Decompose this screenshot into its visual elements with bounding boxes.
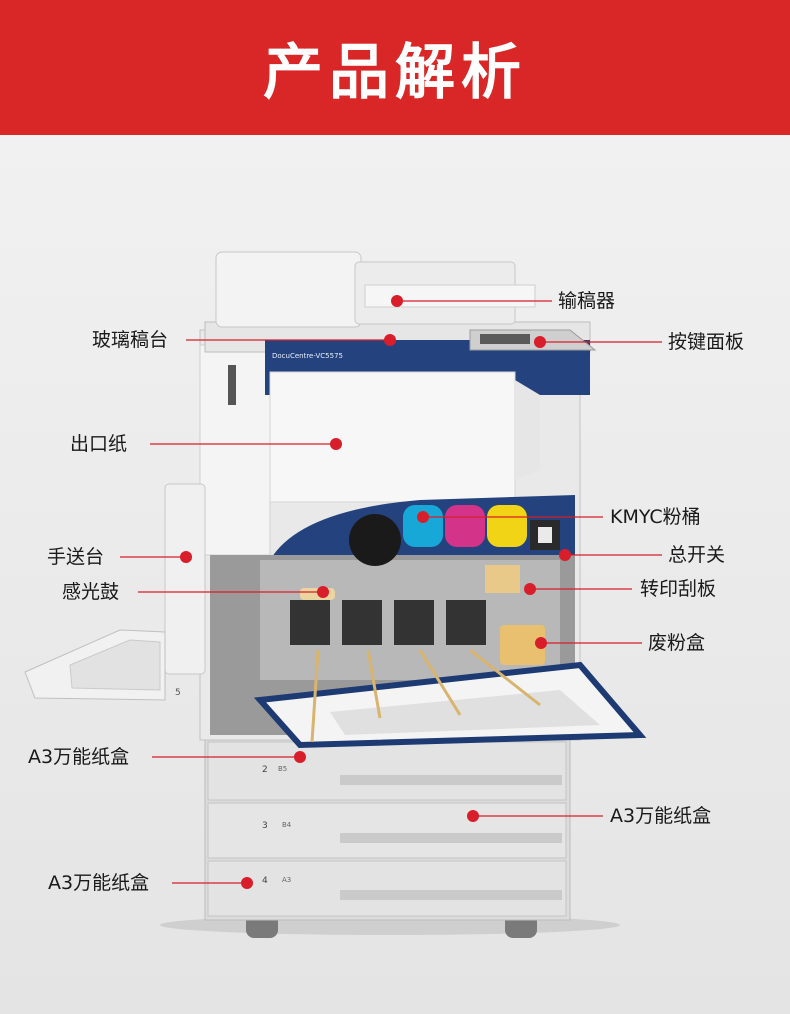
tray-4[interactable] — [207, 860, 567, 917]
rod-4 — [469, 648, 541, 707]
bypass-tray-guide — [69, 639, 161, 691]
drum-unit-2 — [342, 600, 382, 645]
tray-3-number: 3 — [262, 821, 268, 831]
model-name: DocuCentre-VC5575 — [272, 352, 343, 360]
tray-4-number: 4 — [262, 876, 268, 886]
output-side — [515, 380, 540, 480]
page-title: 产品解析 — [263, 38, 527, 108]
rod-2 — [366, 649, 382, 719]
magenta-toner[interactable] — [445, 505, 485, 547]
dot-platen — [384, 334, 396, 346]
dot-tray4 — [241, 877, 253, 889]
tray-2-size: B5 — [278, 765, 287, 773]
dot-output — [330, 438, 342, 450]
feeder-body — [215, 251, 362, 328]
dot-feeder — [391, 295, 403, 307]
left-handle — [228, 365, 236, 405]
transfer-blade[interactable] — [485, 565, 520, 593]
front-door-inner — [330, 690, 600, 735]
control-panel-screen — [480, 334, 530, 344]
callout-control-panel: 按键面板 — [668, 331, 745, 353]
callout-toner: KMYC粉桶 — [610, 506, 701, 528]
drum-unit-1 — [290, 600, 330, 645]
dot-toner — [417, 511, 429, 523]
tray-2-number: 2 — [262, 765, 268, 775]
bypass-number: 5 — [175, 688, 181, 698]
title-banner: 产品解析 — [0, 0, 790, 135]
marker-dots — [180, 295, 571, 889]
dot-switch — [559, 549, 571, 561]
yellow-toner[interactable] — [487, 505, 527, 547]
tray-2-handle — [340, 775, 562, 785]
dot-drum — [317, 586, 329, 598]
callout-platen-glass: 玻璃稿台 — [92, 329, 169, 351]
bypass-unit — [164, 483, 206, 675]
callout-tray4: A3万能纸盒 — [48, 872, 150, 894]
tray-3-handle — [340, 833, 562, 843]
dot-panel — [534, 336, 546, 348]
callout-document-feeder: 输稿器 — [558, 290, 616, 312]
black-toner[interactable] — [349, 514, 401, 566]
tray-4-size: A3 — [282, 876, 291, 884]
callout-tray3: A3万能纸盒 — [610, 805, 712, 827]
callout-waste-box: 废粉盒 — [648, 632, 706, 654]
output-area — [269, 371, 516, 503]
callout-bypass-tray: 手送台 — [47, 546, 105, 568]
drum-unit-4 — [446, 600, 486, 645]
tray-3[interactable] — [207, 802, 567, 859]
callout-output-tray: 出口纸 — [70, 433, 128, 455]
callout-tray2: A3万能纸盒 — [28, 746, 130, 768]
callout-transfer-blade: 转印刮板 — [640, 578, 717, 600]
callout-lines — [120, 300, 662, 884]
tray-3-size: B4 — [282, 821, 292, 829]
callout-drum: 感光鼓 — [62, 581, 120, 603]
waste-box[interactable] — [500, 625, 545, 665]
drum-unit-3 — [394, 600, 434, 645]
dot-waste — [535, 637, 547, 649]
dot-bypass — [180, 551, 192, 563]
rod-3 — [418, 649, 462, 716]
callout-main-switch: 总开关 — [668, 544, 726, 566]
dot-tray2 — [294, 751, 306, 763]
dot-tray3 — [467, 810, 479, 822]
main-switch[interactable] — [538, 527, 552, 543]
tray-4-handle — [340, 890, 562, 900]
cyan-toner[interactable] — [403, 505, 443, 547]
feeder-tray[interactable] — [364, 284, 536, 308]
dot-blade — [524, 583, 536, 595]
rod-1 — [310, 649, 320, 743]
tray-2[interactable] — [207, 741, 567, 801]
